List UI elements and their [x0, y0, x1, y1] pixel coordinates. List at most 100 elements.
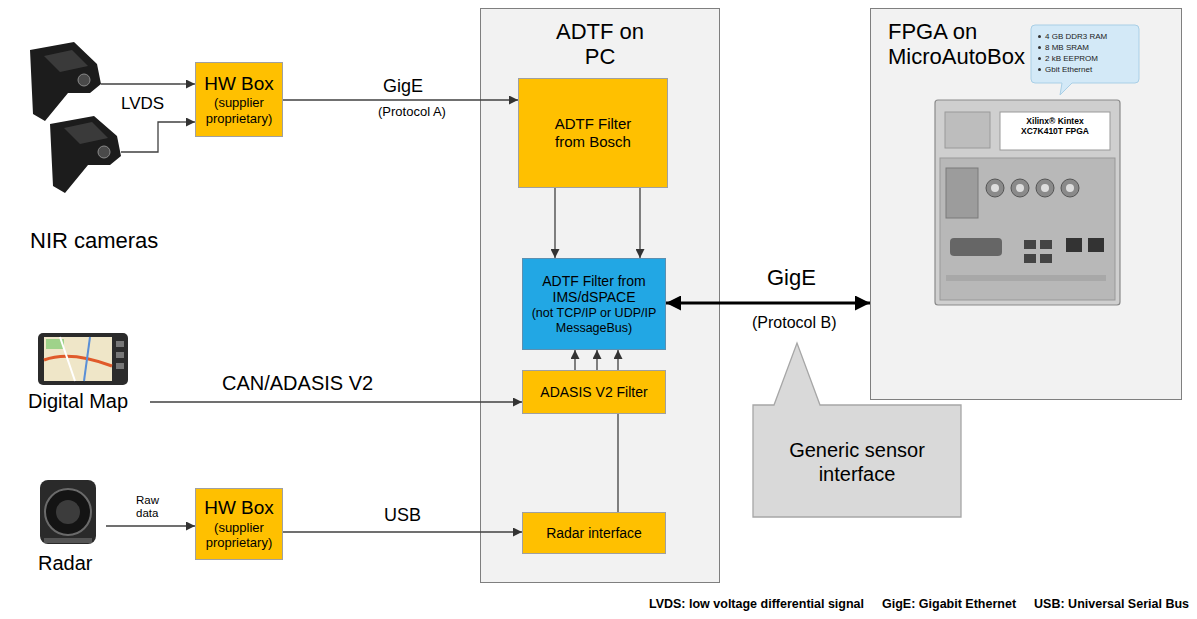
connector	[574, 350, 575, 370]
illustration-part	[40, 480, 96, 544]
illustration-part	[116, 363, 124, 369]
connector	[283, 99, 518, 100]
legend-note: GigE: Gigabit Ethernet	[882, 597, 1016, 612]
process-box: HW Box(supplier proprietary)	[195, 62, 283, 137]
box-text: ADTF Filter from Bosch	[541, 115, 646, 150]
illustration-part	[98, 146, 110, 158]
illustration-part	[116, 352, 124, 358]
illustration-part	[56, 500, 80, 524]
bullet-row: 8 MB SRAM	[1038, 42, 1132, 53]
illustration-part	[50, 116, 121, 193]
illustration-part	[991, 184, 999, 192]
illustration-part	[1066, 184, 1074, 192]
annotation: (Protocol A)	[378, 104, 446, 120]
spec-item: 4 GB DDR3 RAM	[1045, 31, 1107, 42]
illustration-part	[935, 100, 1120, 305]
illustration-part	[45, 489, 91, 535]
spec-item: 8 MB SRAM	[1045, 42, 1089, 53]
illustration-part	[946, 275, 1106, 281]
legend-row: LVDS: low voltage differential signal Gig…	[649, 597, 1189, 612]
sensor-figure: NIR cameras	[20, 35, 180, 260]
illustration-part	[44, 50, 88, 72]
process-box: ADTF Filter from Bosch	[518, 78, 668, 188]
box-text: Radar interface	[546, 525, 642, 542]
illustration-part	[44, 538, 92, 543]
illustration-part	[44, 356, 112, 366]
illustration-part	[30, 42, 101, 121]
connector	[617, 414, 618, 512]
figure-caption: Radar	[38, 552, 106, 575]
illustration-part	[1088, 238, 1104, 252]
annotation: (Protocol B)	[752, 313, 836, 332]
bullet-row: Gbit Ethernet	[1038, 64, 1132, 75]
annotation: Xilinx® Kintex XC7K410T FPGA	[1010, 116, 1100, 136]
illustration-part	[121, 122, 180, 152]
illustration-part	[116, 341, 124, 347]
callout-text: Generic sensor interface	[767, 438, 947, 486]
illustration-part	[1061, 179, 1079, 197]
edge-label: GigE	[767, 265, 816, 290]
illustration-part	[84, 337, 90, 381]
box-text: (supplier proprietary)	[200, 95, 278, 126]
illustration-part	[940, 158, 1115, 300]
connector	[180, 83, 195, 84]
illustration-part	[1016, 184, 1024, 192]
box-text: ADTF Filter from IMS/dSPACE	[527, 273, 661, 306]
sensor-figure: Radar	[28, 476, 106, 578]
bullet-dot	[1038, 68, 1041, 71]
process-box: ADTF Filter from IMS/dSPACE(not TCP/IP o…	[522, 258, 666, 350]
bullet-row: 2 kB EEPROM	[1038, 53, 1132, 64]
connector	[596, 350, 597, 370]
process-box: HW Box(supplier proprietary)	[195, 488, 283, 560]
illustration-part	[1041, 184, 1049, 192]
sensor-illustration	[20, 35, 180, 260]
callout-box: Generic sensor interface	[752, 340, 962, 518]
spec-item: Gbit Ethernet	[1045, 64, 1092, 75]
illustration-part	[60, 337, 75, 381]
illustration-part	[986, 179, 1004, 197]
figure-caption: NIR cameras	[30, 228, 180, 253]
illustration-part	[945, 112, 990, 148]
box-text: HW Box	[204, 497, 274, 519]
edge-label: USB	[384, 505, 421, 526]
panel-title: FPGA on MicroAutoBox	[888, 19, 1048, 70]
illustration-part	[946, 168, 978, 218]
illustration-part	[38, 333, 128, 385]
sensor-figure: Digital Map	[25, 330, 150, 418]
illustration-part	[101, 83, 180, 84]
edge-label: GigE	[383, 76, 423, 97]
connector	[554, 188, 555, 258]
connector	[639, 188, 640, 258]
illustration-part	[1000, 112, 1110, 150]
connector	[666, 302, 870, 305]
illustration-part	[1031, 25, 1139, 95]
illustration-part	[1024, 254, 1036, 263]
legend-note: LVDS: low voltage differential signal	[649, 597, 864, 612]
box-text: HW Box	[204, 73, 274, 95]
illustration-part	[1036, 179, 1054, 197]
edge-label: Raw data	[136, 494, 170, 520]
box-text: ADASIS V2 Filter	[540, 384, 647, 401]
bullet-dot	[1038, 57, 1041, 60]
spec-bubble: 4 GB DDR3 RAM8 MB SRAM2 kB EEPROMGbit Et…	[1030, 24, 1140, 96]
spec-item: 2 kB EEPROM	[1045, 53, 1098, 64]
bullet-row: 4 GB DDR3 RAM	[1038, 31, 1132, 42]
bullet-dot	[1038, 35, 1041, 38]
connector	[150, 401, 522, 402]
illustration-part	[1040, 254, 1052, 263]
connector	[617, 350, 618, 370]
illustration-part	[1011, 179, 1029, 197]
figure-caption: Digital Map	[28, 390, 150, 413]
system-panel: FPGA on MicroAutoBox4 GB DDR3 RAM8 MB SR…	[870, 8, 1182, 400]
illustration-part	[1024, 240, 1036, 249]
bullet-dot	[1038, 46, 1041, 49]
illustration-part	[64, 122, 108, 144]
system-panel: ADTF on PCADTF Filter from BoschADTF Fil…	[480, 8, 720, 583]
edge-label: CAN/ADASIS V2	[222, 372, 373, 395]
illustration-part	[44, 337, 112, 381]
connector	[106, 525, 195, 526]
process-box: Radar interface	[522, 512, 666, 554]
process-box: ADASIS V2 Filter	[522, 370, 666, 414]
illustration-part	[78, 74, 90, 86]
connector	[180, 121, 195, 122]
